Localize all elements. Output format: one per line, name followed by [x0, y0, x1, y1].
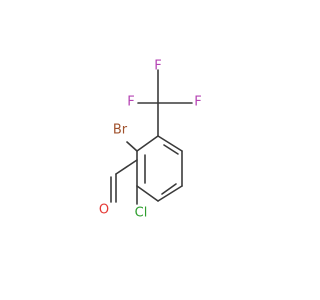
bond-ring-6 [157, 135, 183, 152]
atom-cl: Cl [135, 206, 148, 221]
bond-ring-br [126, 141, 138, 152]
molecule-structure: F F F Br O Cl [99, 59, 202, 221]
bond-ring-double-3 [161, 183, 177, 195]
bond-ring-3 [136, 185, 159, 202]
atom-f-left: F [127, 95, 134, 110]
atom-o: O [99, 203, 109, 218]
atom-labels: F F F Br O Cl [99, 59, 202, 221]
bond-ring-aldehyde [115, 159, 138, 175]
bond-ring-4 [157, 185, 183, 202]
atom-br: Br [113, 123, 128, 138]
bond-ring-double-1 [163, 144, 179, 155]
atom-f-right: F [194, 95, 201, 110]
bond-ring-1 [136, 135, 159, 152]
bonds [110, 69, 193, 205]
atom-f-top: F [154, 59, 161, 74]
